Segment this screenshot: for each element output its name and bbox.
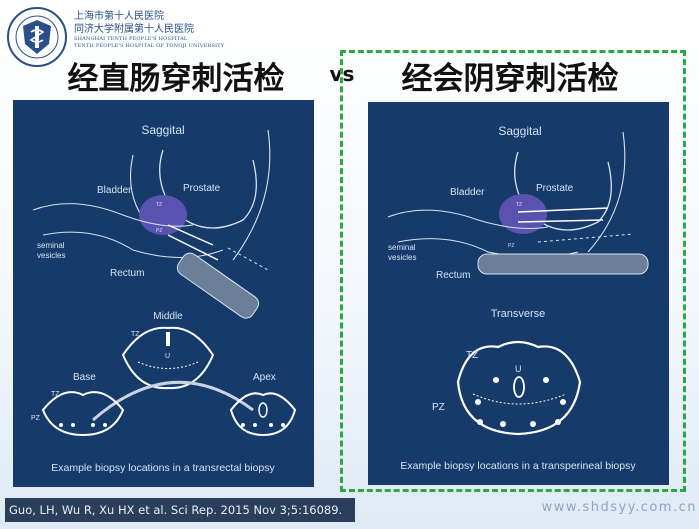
biopsy-dot [269, 423, 273, 427]
transverse-urethra [513, 376, 525, 398]
hospital-name-en-1: SHANGHAI TENTH PEOPLE'S HOSPITAL [74, 36, 188, 42]
caption-transrectal: Example biopsy locations in a transrecta… [51, 462, 275, 474]
seminal-vesicle-outline [387, 209, 549, 229]
caption-transperineal: Example biopsy locations in a transperin… [400, 460, 636, 472]
view-label: Saggital [141, 123, 184, 137]
biopsy-dot [493, 377, 499, 383]
transverse-section-outline [456, 340, 582, 436]
hospital-name: 上海市第十人民医院 同济大学附属第十人民医院 SHANGHAI TENTH PE… [74, 10, 254, 50]
needle-line-2 [517, 219, 604, 223]
base-pz: PZ [31, 415, 41, 422]
transrectal-diagram-panel: Saggital Bladder Prostate seminal vesicl… [13, 100, 314, 487]
label-prostate: Prostate [536, 183, 574, 194]
label-seminal: seminal [388, 243, 416, 252]
biopsy-dot [530, 421, 536, 427]
biopsy-dot [543, 377, 549, 383]
ultrasound-probe [477, 253, 649, 275]
label-base: Base [73, 372, 96, 383]
middle-u: U [165, 353, 170, 360]
biopsy-dot [555, 419, 561, 425]
needle-line-1 [167, 234, 219, 261]
bladder-outline [514, 151, 612, 231]
middle-tz-boundary [137, 361, 199, 369]
label-bladder: Bladder [450, 187, 485, 198]
needle-line-1 [517, 207, 609, 213]
label-transverse: Transverse [491, 308, 546, 320]
transperineal-diagram: Saggital Bladder Prostate seminal vesicl… [387, 124, 649, 472]
title-transperineal: 经会阴穿刺活检 [401, 61, 619, 97]
biopsy-dot [253, 423, 257, 427]
label-vesicles: vesicles [388, 253, 416, 262]
transverse-pz: PZ [432, 402, 445, 413]
bladder-outline [159, 149, 257, 229]
needle-guide [537, 233, 634, 243]
biopsy-dot [91, 423, 95, 427]
hospital-name-cn-2: 同济大学附属第十人民医院 [74, 24, 194, 35]
apex-section-outline [229, 392, 297, 437]
label-rectum: Rectum [436, 270, 470, 281]
label-apex: Apex [253, 372, 276, 383]
view-label: Saggital [498, 124, 541, 138]
label-tz-small: TZ [516, 202, 522, 208]
biopsy-dot [477, 419, 483, 425]
prostate-shape [139, 195, 187, 235]
biopsy-dot [500, 421, 506, 427]
hospital-logo [7, 7, 67, 67]
highlight-dashed-box [340, 50, 686, 492]
label-pz-small: PZ [156, 228, 162, 234]
transverse-tz-boundary [472, 393, 567, 405]
biopsy-dot [71, 423, 75, 427]
seminal-vesicle-outline [32, 203, 194, 227]
body-outline [232, 129, 271, 261]
citation: Guo, LH, Wu R, Xu HX et al. Sci Rep. 201… [5, 498, 355, 522]
title-transrectal: 经直肠穿刺活检 [67, 61, 285, 97]
label-pz-small: PZ [508, 243, 514, 249]
watermark: www.shdsyy.com.cn [541, 500, 697, 515]
rectum-outline [42, 231, 224, 258]
biopsy-dot [281, 423, 285, 427]
needle-line-2 [167, 224, 214, 246]
middle-tz: TZ [131, 331, 140, 338]
body-outline [587, 131, 626, 253]
label-rectum: Rectum [110, 268, 144, 279]
hospital-name-en-2: TENTH PEOPLE'S HOSPITAL OF TONGJI UNIVER… [74, 43, 225, 49]
label-seminal: seminal [37, 241, 65, 250]
label-vesicles: vesicles [37, 251, 65, 260]
needle-guide [227, 247, 269, 271]
label-bladder: Bladder [97, 185, 132, 196]
biopsy-dot [59, 423, 63, 427]
transverse-tz: TZ [466, 350, 478, 361]
apex-urethra [258, 402, 268, 418]
prostate-shape [499, 194, 547, 234]
hospital-name-cn-1: 上海市第十人民医院 [74, 11, 164, 22]
biopsy-dot [560, 399, 566, 405]
biopsy-dot [103, 423, 107, 427]
transrectal-diagram: Saggital Bladder Prostate seminal vesicl… [31, 123, 297, 474]
section-arc [92, 380, 254, 422]
transperineal-diagram-panel: Saggital Bladder Prostate seminal vesicl… [368, 102, 669, 485]
base-tz: TZ [51, 391, 60, 398]
biopsy-dot [241, 423, 245, 427]
base-section-outline [41, 391, 125, 437]
label-tz-small: TZ [156, 202, 162, 208]
transverse-u: U [515, 364, 522, 374]
middle-urethra [166, 332, 170, 346]
biopsy-dot [475, 399, 481, 405]
label-middle: Middle [153, 311, 183, 322]
ultrasound-probe [176, 252, 260, 319]
label-prostate: Prostate [183, 183, 221, 194]
